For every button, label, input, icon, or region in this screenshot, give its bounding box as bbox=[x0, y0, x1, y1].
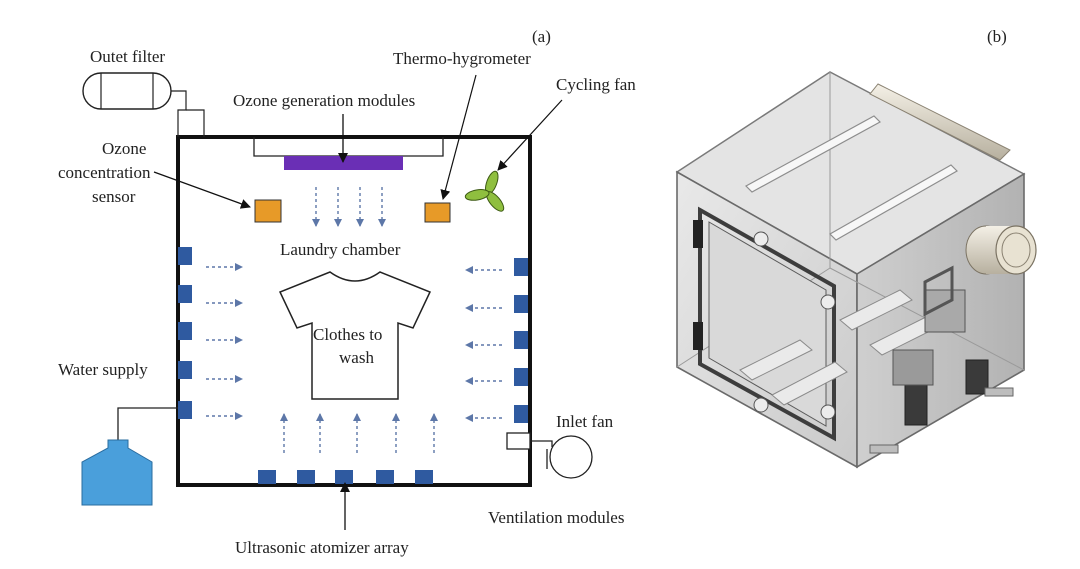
outlet-cylinder bbox=[965, 225, 1037, 275]
inlet-fan-icon bbox=[506, 432, 593, 479]
side-handle bbox=[923, 265, 954, 317]
laundry-chamber-box bbox=[176, 135, 532, 487]
bottom-feet bbox=[869, 387, 1014, 454]
panel-b: (b) bbox=[675, 27, 1037, 469]
ozone-module-hood bbox=[253, 137, 444, 157]
water-tank-icon bbox=[81, 439, 153, 506]
ozone-generator-bar bbox=[284, 156, 403, 170]
top-rails bbox=[745, 115, 958, 241]
ozone-sensor-pointer bbox=[153, 171, 251, 209]
panel-a: (a) Outet filter Ozone generation module… bbox=[58, 27, 636, 557]
panel-b-tag: (b) bbox=[987, 27, 1007, 46]
ventilation-label: Ventilation modules bbox=[488, 508, 624, 527]
clothes-label-2: wash bbox=[339, 348, 374, 367]
bottom-flow-arrows bbox=[280, 413, 438, 453]
outlet-filter-icon bbox=[82, 72, 205, 137]
water-supply-pipe bbox=[117, 407, 178, 440]
cycling-fan-icon bbox=[464, 170, 505, 212]
bottom-atomizer-array bbox=[258, 470, 433, 484]
ozone-generation-label: Ozone generation modules bbox=[233, 91, 415, 110]
thermo-hygrometer-pointer bbox=[440, 74, 477, 200]
t-shirt-icon bbox=[278, 271, 432, 400]
door-latches bbox=[753, 231, 836, 420]
chamber-3d-render bbox=[675, 71, 1037, 469]
left-flow-arrows bbox=[206, 263, 243, 420]
right-flow-arrows bbox=[465, 266, 502, 422]
cycling-fan-label: Cycling fan bbox=[556, 75, 636, 94]
ozone-sensor-box bbox=[254, 199, 282, 223]
ozone-sensor-label-2: concentration bbox=[58, 163, 151, 182]
ozone-sensor-label-1: Ozone bbox=[102, 139, 146, 158]
cycling-fan-pointer bbox=[497, 99, 563, 171]
panel-a-tag: (a) bbox=[532, 27, 551, 46]
atomizer-label: Ultrasonic atomizer array bbox=[235, 538, 409, 557]
door-hinges bbox=[693, 220, 703, 350]
thermo-hygrometer-box bbox=[424, 202, 451, 223]
ozone-flow-arrows bbox=[312, 187, 386, 227]
clothes-label-1: Clothes to bbox=[313, 325, 382, 344]
right-atomizer-column bbox=[514, 258, 528, 423]
top-tube bbox=[869, 83, 1011, 161]
laundry-chamber-label: Laundry chamber bbox=[280, 240, 401, 259]
thermo-hygrometer-label: Thermo-hygrometer bbox=[393, 49, 531, 68]
inlet-fan-label: Inlet fan bbox=[556, 412, 614, 431]
side-electronics bbox=[892, 289, 989, 426]
ozone-sensor-label-3: sensor bbox=[92, 187, 136, 206]
water-supply-label: Water supply bbox=[58, 360, 148, 379]
outlet-filter-label: Outet filter bbox=[90, 47, 165, 66]
door-frame bbox=[698, 206, 836, 442]
left-atomizer-column bbox=[178, 247, 192, 419]
door-glass bbox=[708, 221, 827, 427]
